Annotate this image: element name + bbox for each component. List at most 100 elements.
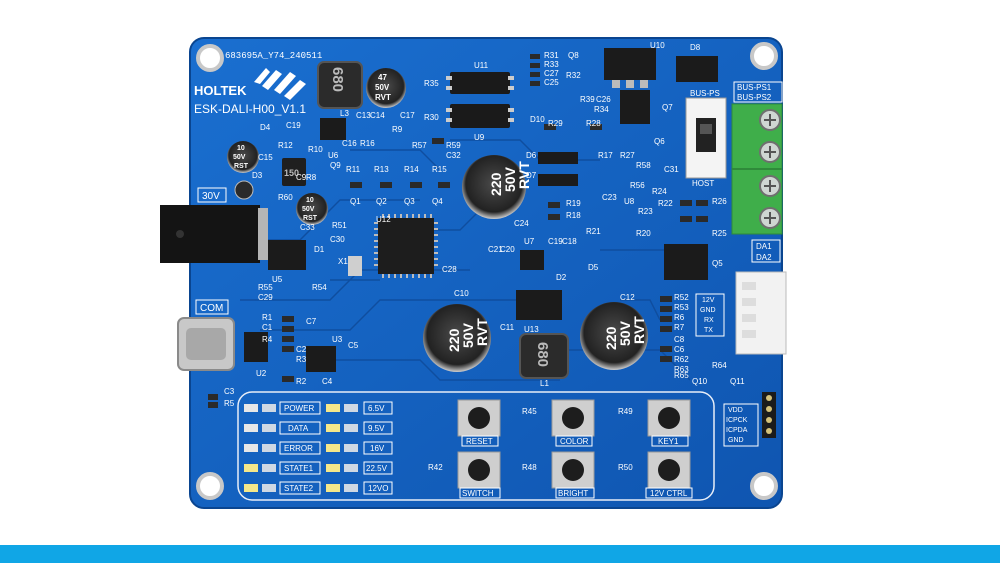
button-key1[interactable]: KEY1 <box>647 399 691 447</box>
mounting-hole <box>750 42 778 70</box>
svg-text:50V: 50V <box>460 322 476 348</box>
svg-text:R59: R59 <box>446 141 461 150</box>
ic-u2 <box>244 332 268 362</box>
mosfet-q5 <box>664 244 708 280</box>
programming-pin-labels: VDD ICPCK ICPDA GND <box>723 403 759 447</box>
silkscreen-refdes: R31 R33 C27 C25 R32 Q8 U10 D8 R35 R30 U1… <box>224 41 745 472</box>
dc-power-jack[interactable] <box>160 205 268 263</box>
button-bright[interactable]: BRIGHT <box>551 451 595 499</box>
svg-text:R20: R20 <box>636 229 651 238</box>
optocoupler-u9 <box>446 104 514 128</box>
terminal-block[interactable] <box>731 103 783 235</box>
bus-ps-label: BUS-PS <box>690 89 720 98</box>
svg-text:R62: R62 <box>674 355 689 364</box>
svg-text:50V: 50V <box>302 206 315 213</box>
svg-text:R58: R58 <box>636 161 651 170</box>
svg-text:C20: C20 <box>500 245 515 254</box>
svg-text:R34: R34 <box>594 105 609 114</box>
svg-text:R10: R10 <box>308 145 323 154</box>
svg-text:R53: R53 <box>674 303 689 312</box>
svg-text:U12: U12 <box>376 215 391 224</box>
led-indicators: POWER DATA ERROR STATE1 STATE2 6.5V <box>244 401 393 495</box>
usb-label: COM <box>200 303 223 314</box>
svg-text:R11: R11 <box>346 165 361 174</box>
ic-u6 <box>320 118 346 140</box>
svg-text:R56: R56 <box>630 181 645 190</box>
uart-connector[interactable] <box>735 271 787 355</box>
svg-text:TX: TX <box>704 327 713 334</box>
svg-text:C32: C32 <box>446 151 461 160</box>
svg-text:C5: C5 <box>348 341 359 350</box>
brand-label: HOLTEK <box>194 83 247 98</box>
svg-text:R23: R23 <box>638 207 653 216</box>
ic-u3 <box>306 346 336 372</box>
usb-c-port[interactable] <box>177 317 235 371</box>
svg-text:C16: C16 <box>342 139 357 148</box>
ic-u5 <box>268 240 306 270</box>
svg-text:D10: D10 <box>530 115 545 124</box>
button-color[interactable]: COLOR <box>551 399 595 447</box>
svg-text:C29: C29 <box>258 293 273 302</box>
bus-ps2-label: BUS-PS2 <box>737 93 772 102</box>
capacitor-10-c <box>234 180 254 200</box>
screw-terminal[interactable] <box>759 175 781 197</box>
svg-text:R52: R52 <box>674 293 689 302</box>
screw-terminal[interactable] <box>759 109 781 131</box>
svg-text:POWER: POWER <box>284 404 314 413</box>
button-switch[interactable]: SWITCH <box>457 451 501 499</box>
svg-text:R22: R22 <box>658 199 673 208</box>
svg-text:Q8: Q8 <box>568 51 579 60</box>
svg-text:R31: R31 <box>544 51 559 60</box>
svg-text:220: 220 <box>446 328 462 352</box>
io-panel-outline <box>237 391 715 501</box>
svg-text:50V: 50V <box>375 83 390 92</box>
slide-switch-host[interactable] <box>685 97 727 179</box>
da1-label: DA1 <box>756 242 772 251</box>
ic-u7 <box>520 250 544 270</box>
svg-text:GND: GND <box>700 307 716 314</box>
svg-text:R42: R42 <box>428 463 443 472</box>
smd-components <box>208 54 708 408</box>
svg-text:R30: R30 <box>424 113 439 122</box>
svg-text:680: 680 <box>534 342 551 367</box>
svg-text:RX: RX <box>704 317 714 324</box>
button-12v-ctrl[interactable]: 12V CTRL <box>645 451 693 499</box>
svg-text:R6: R6 <box>674 313 685 322</box>
led-state2: STATE2 <box>244 481 321 495</box>
da2-label: DA2 <box>756 253 772 262</box>
svg-text:220: 220 <box>488 172 504 196</box>
svg-text:R48: R48 <box>522 463 537 472</box>
screw-terminal[interactable] <box>759 207 781 229</box>
svg-text:ICPCK: ICPCK <box>726 417 748 424</box>
svg-text:R33: R33 <box>544 60 559 69</box>
screw-terminal[interactable] <box>759 141 781 163</box>
led-16v: 16V <box>326 441 393 455</box>
svg-text:R50: R50 <box>618 463 633 472</box>
svg-text:Q2: Q2 <box>376 197 387 206</box>
capacitor-220-left: 220 50V RVT <box>423 304 491 372</box>
regulator-u10 <box>604 48 656 88</box>
led-12vo: 12VO <box>326 481 393 495</box>
svg-text:47: 47 <box>378 73 387 82</box>
svg-text:6.5V: 6.5V <box>368 404 385 413</box>
svg-text:C31: C31 <box>664 165 679 174</box>
mosfet-q7 <box>620 90 650 124</box>
svg-text:C2: C2 <box>296 345 307 354</box>
svg-text:C8: C8 <box>674 335 685 344</box>
svg-text:12VO: 12VO <box>368 484 388 493</box>
svg-text:U13: U13 <box>524 325 539 334</box>
mounting-hole <box>196 472 224 500</box>
svg-text:R4: R4 <box>262 335 273 344</box>
svg-text:R63: R63 <box>674 365 689 374</box>
svg-text:C26: C26 <box>596 95 611 104</box>
svg-text:U5: U5 <box>272 275 283 284</box>
svg-text:C14: C14 <box>370 111 385 120</box>
diode-d6 <box>538 152 578 164</box>
svg-text:VDD: VDD <box>728 407 743 414</box>
svg-text:D2: D2 <box>556 273 567 282</box>
led-data: DATA <box>244 421 321 435</box>
programming-header[interactable] <box>762 392 776 438</box>
button-reset[interactable]: RESET <box>457 399 501 447</box>
svg-text:D1: D1 <box>314 245 325 254</box>
svg-text:R7: R7 <box>674 323 685 332</box>
